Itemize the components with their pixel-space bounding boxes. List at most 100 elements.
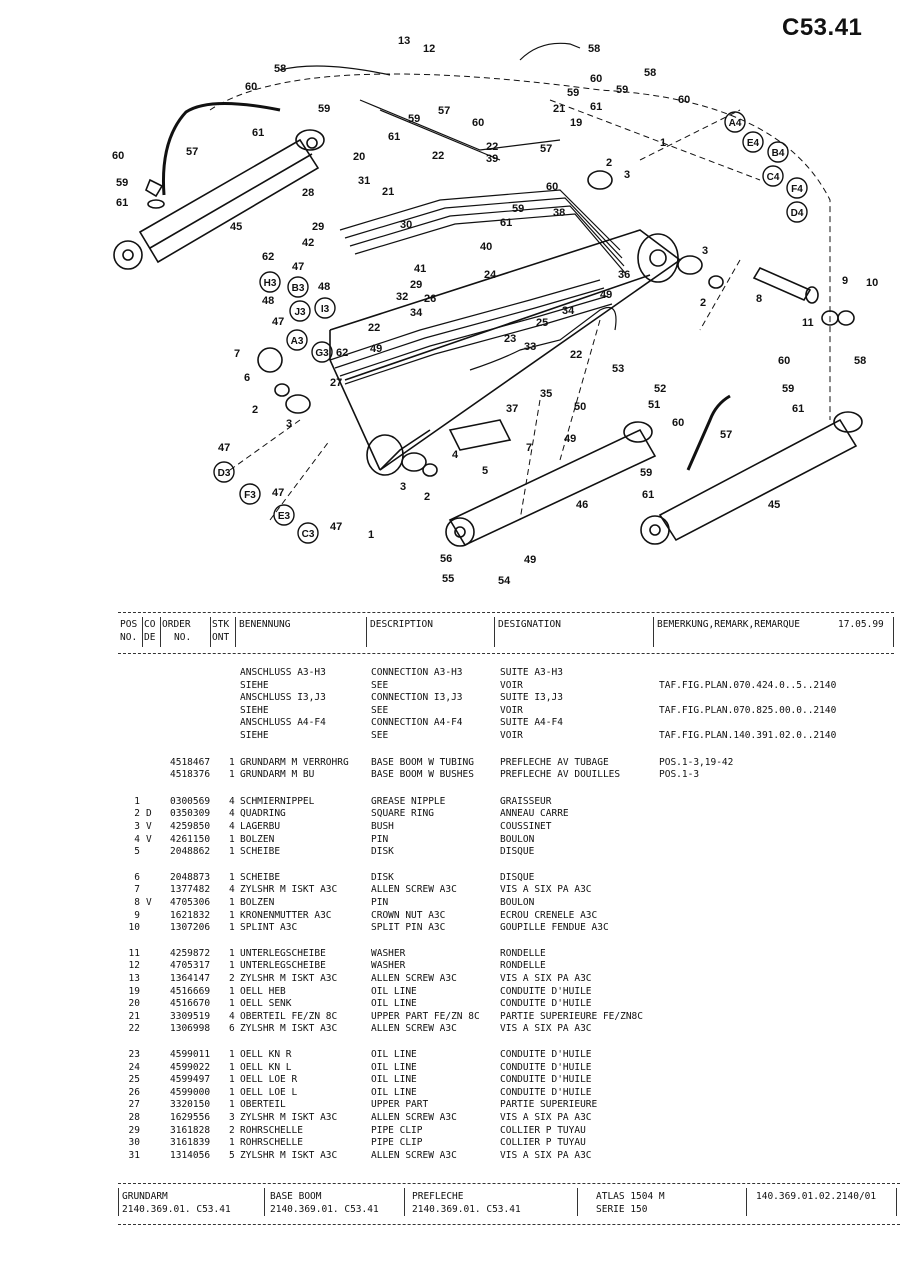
cell-ord: 1364147 <box>170 973 211 984</box>
cell-ord: 4259872 <box>170 947 211 959</box>
cell-ord: 0350309 <box>170 808 211 820</box>
cell-ord: 4518467 <box>170 756 211 768</box>
cell-ord: 4516669 <box>170 985 211 997</box>
header-stk: STK <box>212 619 230 630</box>
cell-ben: OELL SENK <box>240 998 292 1010</box>
cell-ben: GRUNDARM M VERROHRG <box>240 756 349 768</box>
svg-text:61: 61 <box>792 403 804 415</box>
svg-text:60: 60 <box>472 117 484 129</box>
cell-qty: 1 <box>229 871 235 883</box>
svg-text:B4: B4 <box>772 148 785 159</box>
cell-pos: 3 <box>134 821 140 832</box>
svg-text:39: 39 <box>486 153 498 165</box>
cell-ben: ZYLSHR M ISKT A3C <box>240 1149 338 1161</box>
svg-text:4: 4 <box>452 449 459 461</box>
svg-text:62: 62 <box>262 251 274 263</box>
svg-text:C3: C3 <box>302 529 315 540</box>
svg-text:5: 5 <box>482 465 488 477</box>
svg-text:E4: E4 <box>747 138 760 149</box>
cell-ord: 4259850 <box>170 821 211 832</box>
svg-text:9: 9 <box>842 275 848 287</box>
svg-text:47: 47 <box>272 487 284 499</box>
cell-pos: 19 <box>128 985 140 997</box>
cell-desc: OIL LINE <box>371 1061 417 1073</box>
cell-desc: OIL LINE <box>371 998 417 1010</box>
svg-text:G3: G3 <box>315 348 329 359</box>
cell-ben: ANSCHLUSS A3-H3 <box>240 667 326 678</box>
cell-qty: 4 <box>229 795 235 807</box>
cell-ben: OELL LOE R <box>240 1074 298 1086</box>
footer-title-1: GRUNDARM <box>122 1191 168 1202</box>
svg-text:41: 41 <box>414 263 426 275</box>
svg-text:50: 50 <box>574 401 586 413</box>
header-co: CO <box>144 619 156 630</box>
svg-text:D4: D4 <box>791 208 804 219</box>
cell-ben: SPLINT A3C <box>240 922 298 934</box>
cell-qty: 4 <box>229 821 235 832</box>
cell-des: ECROU CRENELE A3C <box>500 909 598 921</box>
cell-des: COUSSINET <box>500 821 552 832</box>
cell-qty: 1 <box>229 846 235 858</box>
cell-pos: 21 <box>128 1010 140 1022</box>
header-co-2: DE <box>144 632 156 643</box>
cell-desc: CONNECTION A3-H3 <box>371 667 463 678</box>
svg-text:J3: J3 <box>294 307 306 318</box>
cell-desc: BUSH <box>371 821 394 832</box>
svg-text:60: 60 <box>245 81 257 93</box>
svg-text:53: 53 <box>612 363 624 375</box>
svg-text:60: 60 <box>112 150 124 162</box>
svg-text:57: 57 <box>186 146 198 158</box>
cell-ben: GRUNDARM M BU <box>240 769 315 781</box>
cell-des: CONDUITE D'HUILE <box>500 1086 592 1098</box>
cell-des: DISQUE <box>500 846 535 858</box>
cell-pos: 1 <box>134 795 140 807</box>
cell-qty: 1 <box>229 909 235 921</box>
cell-des: COLLIER P TUYAU <box>500 1124 586 1136</box>
cell-qty: 1 <box>229 756 235 768</box>
cell-ben: LAGERBU <box>240 821 281 832</box>
cell-desc: CROWN NUT A3C <box>371 909 446 921</box>
svg-text:34: 34 <box>562 305 575 317</box>
cell-ben: SCHEIBE <box>240 871 281 883</box>
cell-pos: 4 <box>134 833 140 845</box>
svg-text:3: 3 <box>624 169 630 181</box>
footer: GRUNDARM 2140.369.01. C53.41 BASE BOOM 2… <box>118 1183 900 1225</box>
cell-desc: CONNECTION A4-F4 <box>371 717 463 729</box>
svg-text:2: 2 <box>252 404 258 416</box>
cell-ben: SIEHE <box>240 704 269 716</box>
cell-ben: SCHEIBE <box>240 846 281 858</box>
svg-text:49: 49 <box>564 433 576 445</box>
cell-rem: POS.1-3 <box>659 769 700 781</box>
svg-text:48: 48 <box>318 281 330 293</box>
cell-qty: 1 <box>229 1099 235 1111</box>
svg-text:31: 31 <box>358 175 370 187</box>
cell-desc: UPPER PART <box>371 1099 429 1111</box>
cell-qty: 5 <box>229 1149 235 1161</box>
cell-pos: 20 <box>128 998 140 1010</box>
table-row: 4518467 1 GRUNDARM M VERROHRG BASE BOOM W T… <box>0 757 922 769</box>
cell-ben: ZYLSHR M ISKT A3C <box>240 1023 338 1035</box>
svg-text:B3: B3 <box>292 283 305 294</box>
svg-text:29: 29 <box>312 221 324 233</box>
cell-des: PREFLECHE AV DOUILLES <box>500 769 621 781</box>
cell-des: CONDUITE D'HUILE <box>500 985 592 997</box>
cell-desc: PIN <box>371 833 389 845</box>
right-cylinder-46 <box>445 421 657 547</box>
cell-desc: BASE BOOM W TUBING <box>371 756 474 768</box>
cell-desc: BASE BOOM W BUSHES <box>371 769 474 781</box>
cell-desc: SEE <box>371 730 389 741</box>
svg-text:3: 3 <box>400 481 406 493</box>
cell-des: VOIR <box>500 730 523 741</box>
cell-qty: 1 <box>229 998 235 1010</box>
cell-des: VOIR <box>500 704 523 716</box>
cell-pos: 25 <box>128 1074 140 1086</box>
svg-text:3: 3 <box>702 245 708 257</box>
cell-ben: SCHMIERNIPPEL <box>240 795 315 807</box>
